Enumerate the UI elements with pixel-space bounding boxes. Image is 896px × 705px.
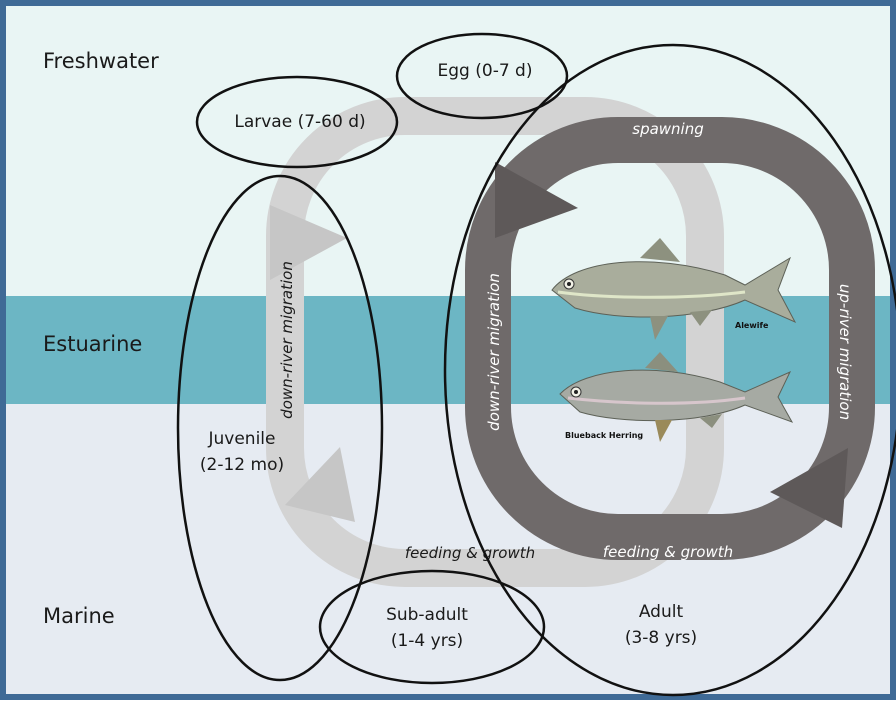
subadult-label: Sub-adult bbox=[386, 605, 468, 625]
larvae-label: Larvae (7-60 d) bbox=[234, 112, 365, 132]
juvenile-migration-label: down-river migration bbox=[278, 261, 296, 419]
adult-age-label: (3-8 yrs) bbox=[625, 628, 697, 648]
adult-up-migration-label: up-river migration bbox=[836, 284, 854, 420]
zone-label-freshwater: Freshwater bbox=[43, 49, 159, 73]
adult-spawning-label: spawning bbox=[632, 120, 704, 138]
adult-feeding-label: feeding & growth bbox=[603, 543, 733, 561]
juvenile-feeding-label: feeding & growth bbox=[405, 544, 535, 562]
blueback-herring-caption: Blueback Herring bbox=[565, 431, 643, 440]
alewife-caption: Alewife bbox=[735, 321, 769, 330]
juvenile-label: Juvenile bbox=[208, 429, 276, 449]
adult-label: Adult bbox=[639, 602, 684, 622]
zone-label-marine: Marine bbox=[43, 604, 115, 628]
egg-label: Egg (0-7 d) bbox=[438, 61, 533, 81]
subadult-age-label: (1-4 yrs) bbox=[391, 631, 463, 651]
juvenile-age-label: (2-12 mo) bbox=[200, 455, 284, 475]
zone-label-estuarine: Estuarine bbox=[43, 332, 142, 356]
adult-down-migration-label: down-river migration bbox=[485, 273, 503, 431]
